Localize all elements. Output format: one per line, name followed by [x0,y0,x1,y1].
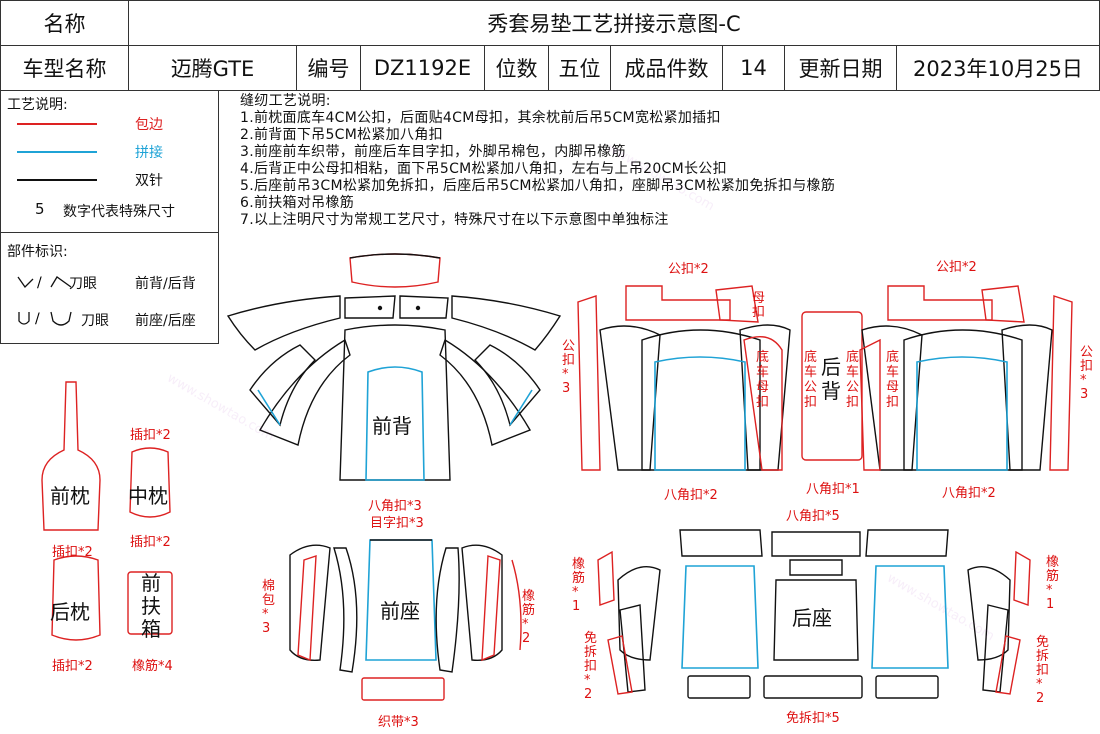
notch-v-icon: / [17,275,72,291]
rear-back-bottom-right-note: 八角扣*2 [942,486,996,501]
sewing-note: 2.前背面下吊5CM松紧加八角扣 [240,127,443,143]
front-seat-shapes [289,539,522,701]
sewing-note: 4.后背正中公母扣相粘，面下吊5CM松紧加八角扣，左右与上吊20CM长公扣 [240,161,727,177]
rear-back-car-mid1: 底车公扣 [804,350,818,410]
pieces-value: 14 [723,46,785,91]
front-seat-label: 前座 [380,599,420,623]
armrest-label: 前扶箱 [141,571,161,641]
sewing-note: 5.后座前吊3CM松紧加免拆扣，后座后吊5CM松紧加八角扣，座脚吊3CM松紧加免… [240,178,836,194]
notch-u-icon: / [18,311,72,327]
rear-pillow-bottom-note: 插扣*2 [52,659,93,674]
mid-pillow-label: 中枕 [128,484,168,508]
page-title: 秀套易垫工艺拼接示意图-C [129,1,1100,46]
sewing-notes-title: 缝纫工艺说明: [240,93,331,109]
rear-seat-shapes [597,529,1031,699]
model-value: 迈腾GTE [129,46,297,91]
legend-title: 工艺说明: [7,97,68,113]
pillow-shapes [41,381,173,641]
rear-seat-label: 后座 [792,606,832,630]
rear-pillow-top-note: 插扣*2 [52,545,93,560]
front-back-shapes [226,253,562,481]
rear-back-label: 后背 [821,355,841,403]
parts-id-row2-symbol: 刀眼 [81,313,109,329]
front-back-note-2: 目字扣*3 [370,516,424,531]
legend-label-join: 拼接 [135,145,163,161]
mid-pillow-bottom-note: 插扣*2 [130,535,171,550]
rear-back-shapes [577,285,1073,471]
front-seat-left-note: 棉包*3 [262,579,276,636]
rear-back-female-note: 母扣 [752,291,766,320]
parts-id-row2-meaning: 前座/后座 [135,313,196,329]
front-back-note-1: 八角扣*3 [368,499,422,514]
parts-id-box: 部件标识: / 刀眼 前背/后背 / 刀眼 前座/后座 [0,233,219,344]
rear-back-car-left: 底车母扣 [756,350,770,410]
armrest-note: 橡筋*4 [132,659,173,674]
legend-line-black [17,179,97,181]
legend-line-red [17,123,97,125]
rear-seat-left-note: 橡筋*1 [572,557,586,614]
sewing-note: 6.前扶箱对吊橡筋 [240,195,355,211]
header-table: 名称 秀套易垫工艺拼接示意图-C 车型名称 迈腾GTE 编号 DZ1192E 位… [0,0,1100,91]
sewing-note: 7.以上注明尺寸为常规工艺尺寸，特殊尺寸在以下示意图中单独标注 [240,212,669,228]
seats-value: 五位 [549,46,611,91]
rear-seat-top-note: 八角扣*5 [786,509,840,524]
rear-back-left-note: 公扣*3 [562,339,576,396]
rear-pillow-label: 后枕 [50,600,90,624]
legend-number: 5 [35,200,45,218]
rear-back-car-right: 底车母扣 [886,350,900,410]
front-back-label: 前背 [372,414,412,438]
rear-seat-right-note: 橡筋*1 [1046,555,1060,612]
rear-back-top-right-note: 公扣*2 [936,260,977,275]
date-label: 更新日期 [785,46,897,91]
parts-id-row1-symbol: 刀眼 [69,276,97,292]
front-seat-right-note: 橡筋*2 [522,589,536,646]
model-label: 车型名称 [1,46,129,91]
legend-box: 工艺说明: 包边 拼接 双针 5 数字代表特殊尺寸 [0,90,219,233]
rear-back-right-note: 公扣*3 [1080,345,1094,402]
front-seat-bottom-note: 织带*3 [378,715,419,730]
rear-seat-left2-note: 免拆扣*2 [584,631,598,702]
legend-line-blue [17,151,97,153]
svg-text:/: / [35,311,40,327]
legend-label-double: 双针 [135,173,163,189]
parts-id-title: 部件标识: [7,244,68,260]
rear-back-bottom-mid-note: 八角扣*1 [806,482,860,497]
seats-label: 位数 [485,46,549,91]
name-label: 名称 [1,1,129,46]
rear-back-car-mid2: 底车公扣 [846,350,860,410]
code-value: DZ1192E [361,46,485,91]
legend-label-edge: 包边 [135,117,163,133]
mid-pillow-top-note: 插扣*2 [130,428,171,443]
code-label: 编号 [297,46,361,91]
sewing-notes: 缝纫工艺说明: 1.前枕面底车4CM公扣，后面贴4CM母扣，其余枕前后吊5CM宽… [240,93,835,229]
sewing-note: 3.前座前车织带，前座后车目字扣，外脚吊棉包，内脚吊橡筋 [240,144,626,160]
pieces-label: 成品件数 [611,46,723,91]
rear-back-bottom-left-note: 八角扣*2 [664,488,718,503]
svg-text:/: / [37,275,42,291]
sewing-note: 1.前枕面底车4CM公扣，后面贴4CM母扣，其余枕前后吊5CM宽松紧加插扣 [240,110,721,126]
rear-seat-right2-note: 免拆扣*2 [1036,635,1050,706]
rear-seat-bottom-note: 免拆扣*5 [786,711,840,726]
rear-back-top-left-note: 公扣*2 [668,262,709,277]
front-pillow-label: 前枕 [50,484,90,508]
parts-id-row1-meaning: 前背/后背 [135,276,196,292]
legend-number-desc: 数字代表特殊尺寸 [63,204,175,220]
